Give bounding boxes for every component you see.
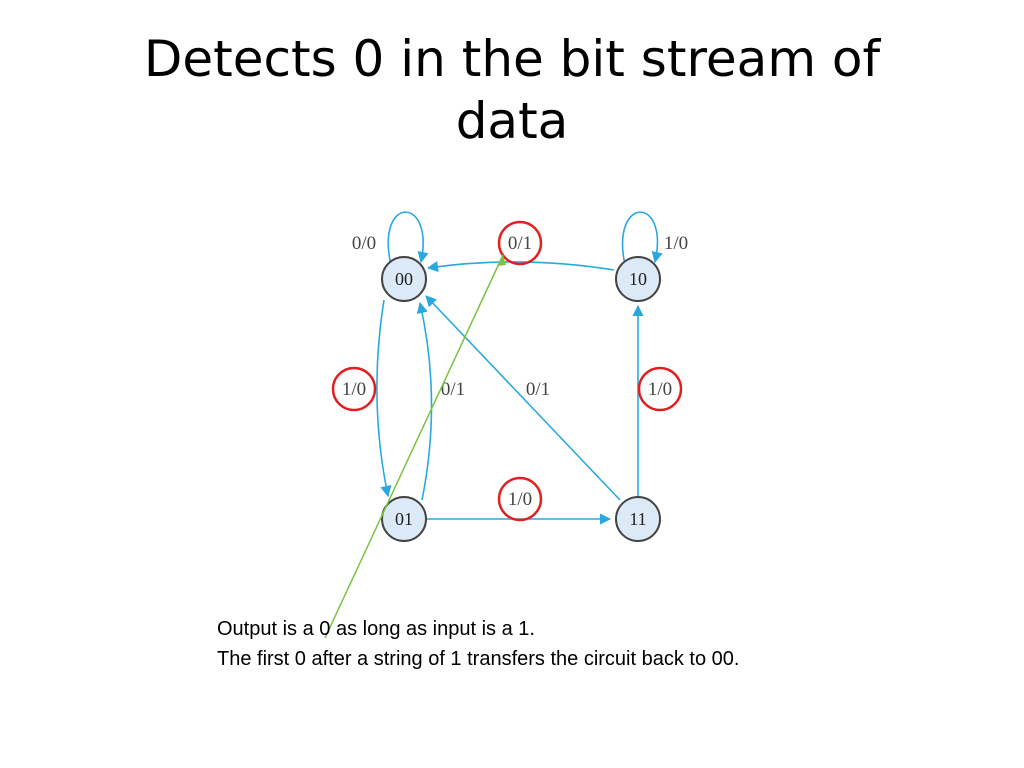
caption: Output is a 0 as long as input is a 1. T… — [217, 614, 739, 674]
label-11-to-00: 0/1 — [526, 379, 550, 400]
highlight-circle-11-to-10 — [637, 366, 683, 412]
state-10-label: 10 — [629, 269, 647, 289]
title-line-1: Detects 0 in the bit stream of — [143, 30, 881, 88]
slide-title: Detects 0 in the bit stream of data — [0, 28, 1024, 152]
highlight-circle-00-to-01 — [331, 366, 377, 412]
label-00-to-01: 1/0 — [342, 379, 366, 400]
pointer-arrowhead — [497, 255, 506, 266]
state-00: 00 — [381, 256, 427, 302]
edge-11-to-00 — [425, 295, 621, 501]
highlight-circle-10-to-00 — [497, 220, 543, 266]
edge-self-10 — [621, 211, 663, 266]
edge-10-to-00 — [426, 261, 615, 273]
label-01-to-00: 0/1 — [441, 379, 465, 400]
state-11-label: 11 — [629, 509, 646, 529]
state-01: 01 — [381, 496, 427, 542]
label-01-to-11: 1/0 — [508, 489, 532, 510]
edge-01-to-00 — [416, 301, 433, 501]
state-01-label: 01 — [395, 509, 413, 529]
edge-00-to-01 — [376, 299, 392, 498]
title-line-2: data — [455, 92, 569, 150]
label-10-to-00: 0/1 — [508, 233, 532, 254]
edge-self-00 — [387, 211, 429, 266]
pointer-line — [324, 254, 504, 639]
state-00-label: 00 — [395, 269, 413, 289]
caption-line-2: The first 0 after a string of 1 transfer… — [217, 648, 740, 670]
highlight-circle-01-to-11 — [497, 476, 543, 522]
label-self-10: 1/0 — [664, 233, 688, 254]
caption-line-1: Output is a 0 as long as input is a 1. — [217, 618, 535, 640]
label-self-00: 0/0 — [352, 233, 376, 254]
state-11: 11 — [615, 496, 661, 542]
label-11-to-10: 1/0 — [648, 379, 672, 400]
state-10: 10 — [615, 256, 661, 302]
